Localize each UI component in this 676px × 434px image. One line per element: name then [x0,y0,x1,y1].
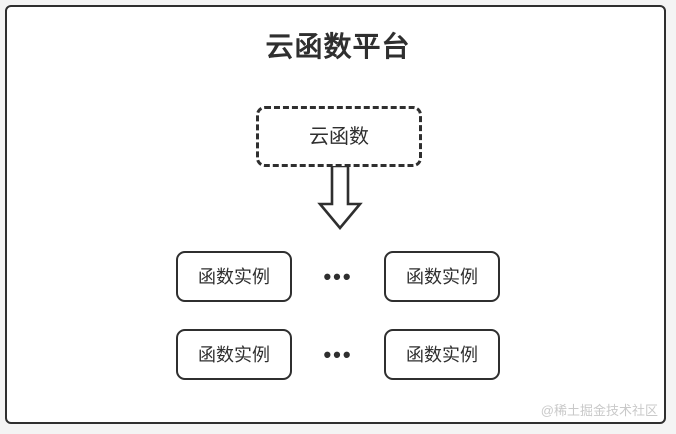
ellipsis-icon: ••• [323,341,353,367]
instance-row-1: 函数实例 ••• 函数实例 [176,251,500,302]
watermark: @稀土掘金技术社区 [540,403,658,418]
platform-title: 云函数平台 [265,31,411,62]
function-instance-box: 函数实例 [176,329,292,380]
function-instance-box: 函数实例 [384,251,500,302]
cloud-function-node: 云函数 [256,106,422,167]
cloud-function-label: 云函数 [309,125,369,148]
function-instance-label: 函数实例 [406,344,478,365]
instance-row-2: 函数实例 ••• 函数实例 [176,329,500,380]
function-instance-box: 函数实例 [176,251,292,302]
function-instance-label: 函数实例 [198,266,270,287]
function-instance-label: 函数实例 [406,266,478,287]
function-instance-box: 函数实例 [384,329,500,380]
function-instance-label: 函数实例 [198,344,270,365]
ellipsis-icon: ••• [323,263,353,289]
down-arrow-icon [310,164,370,231]
